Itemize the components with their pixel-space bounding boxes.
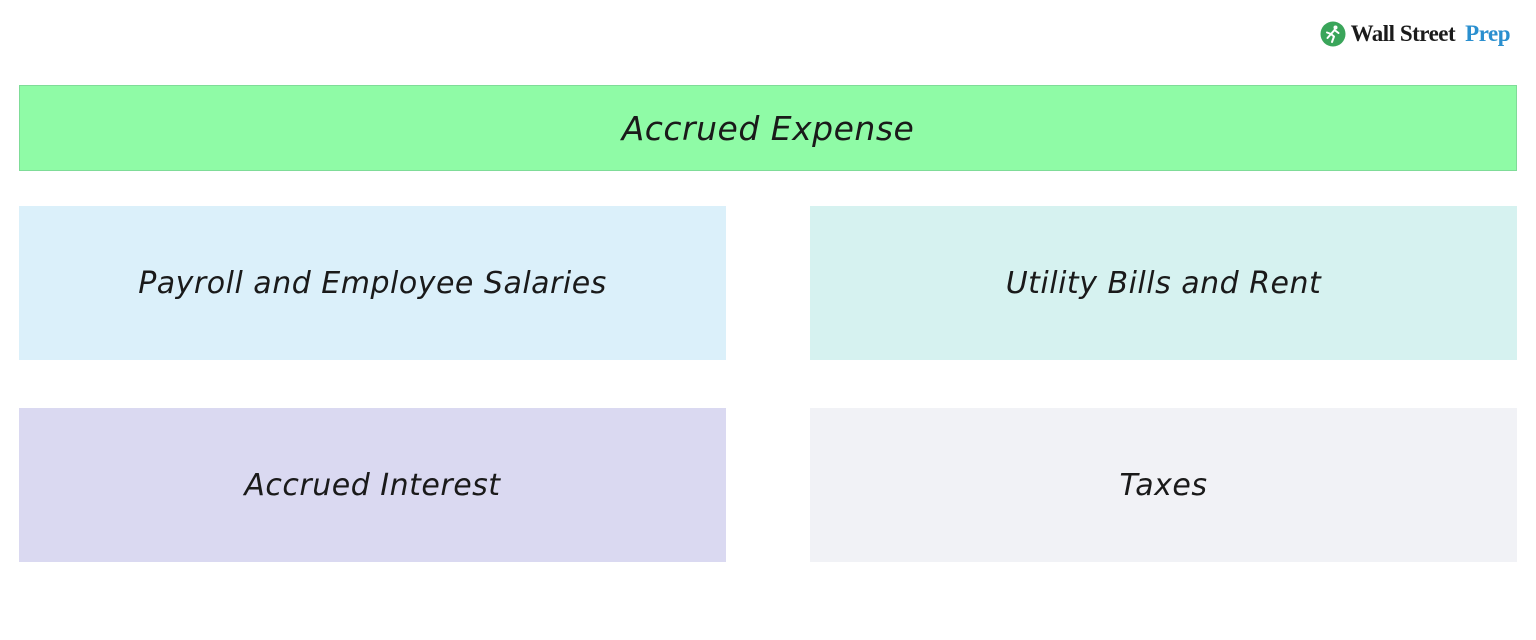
accrued-expense-box: Accrued Expense (19, 85, 1517, 171)
taxes-box: Taxes (810, 408, 1517, 562)
accrued-expense-label: Accrued Expense (621, 108, 915, 148)
accrued-interest-label: Accrued Interest (244, 467, 501, 503)
payroll-salaries-label: Payroll and Employee Salaries (138, 265, 607, 301)
utility-rent-box: Utility Bills and Rent (810, 206, 1517, 360)
runner-logo-icon (1320, 21, 1346, 47)
utility-rent-label: Utility Bills and Rent (1005, 265, 1322, 301)
accrued-interest-box: Accrued Interest (19, 408, 726, 562)
taxes-label: Taxes (1119, 467, 1208, 503)
brand-logo: Wall Street Prep (1320, 18, 1510, 50)
brand-name-primary: Wall Street (1350, 21, 1456, 46)
brand-name-accent: Prep (1465, 21, 1510, 46)
payroll-salaries-box: Payroll and Employee Salaries (19, 206, 726, 360)
